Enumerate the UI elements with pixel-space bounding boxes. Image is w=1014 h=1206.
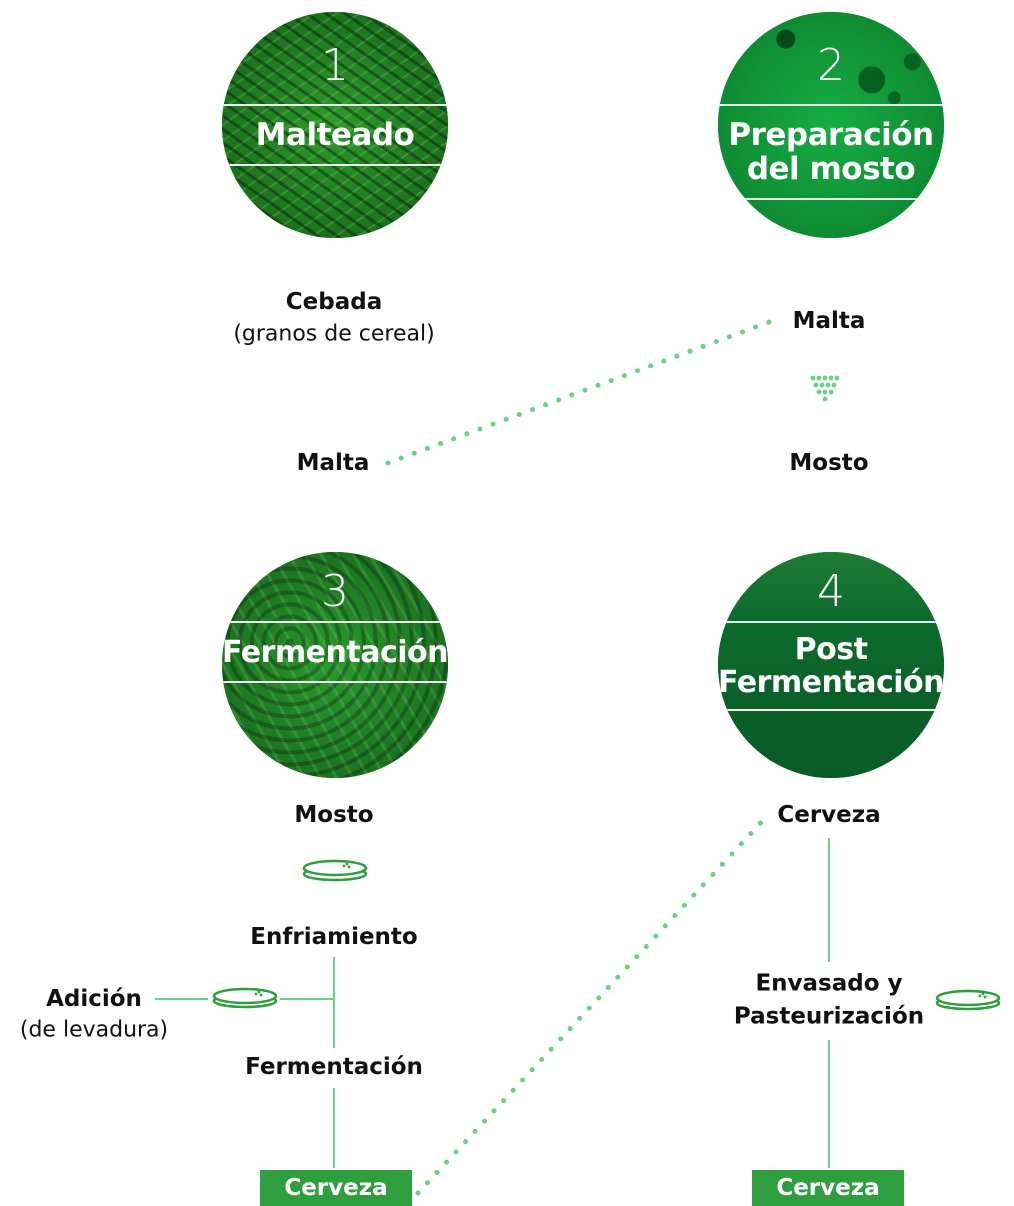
final-beer-result-badge: Cerveza [752,1170,904,1206]
beer-input-label: Cerveza [777,802,881,828]
beer-texture [718,552,944,778]
stage-title: Post Fermentación [718,632,944,700]
stage-title-band: Malteado [222,104,448,166]
malt-input-label: Malta [792,308,866,334]
stage-number: 2 [817,40,845,91]
stage-malting-circle: 1 Malteado [222,12,448,238]
stage-number: 4 [817,566,845,617]
stage-title-band: Fermentación [222,621,448,683]
yeast-addition-label: Adición [46,986,142,1012]
yeast-addition-note: (de levadura) [19,1017,169,1043]
yeast-disc-icon [212,987,278,1009]
stage-title: Preparación del mosto [728,116,934,187]
stage-title-band: Post Fermentación [718,621,944,711]
packaging-disc-icon [935,989,1001,1011]
stage-fermentation-circle: 3 Fermentación [222,552,448,778]
yeast-texture [222,552,448,778]
stage-title: Fermentación [222,634,448,670]
wort-texture [718,12,944,238]
barley-texture [222,12,448,238]
cooling-disc-icon [302,859,368,882]
wort-output-label: Mosto [789,450,869,476]
cerveza-transfer-connector [415,812,771,1196]
stage-wort-circle: 2 Preparación del mosto [718,12,944,238]
sieve-icon [810,375,840,402]
barley-label: Cebada [285,289,383,315]
cooling-label: Enfriamiento [250,924,418,950]
malta-transfer-connector [385,318,775,466]
fermentation-step-label: Fermentación [245,1054,423,1080]
barley-note: (granos de cereal) [233,321,435,347]
stage-number: 3 [321,566,349,617]
malt-output-label: Malta [296,450,370,476]
beer-result-badge: Cerveza [260,1170,412,1206]
wort-input-label: Mosto [294,802,374,828]
packaging-label: Envasado y Pasteurización [733,970,925,1030]
stage-title: Malteado [255,116,415,153]
stage-title-band: Preparación del mosto [718,104,944,200]
stage-number: 1 [321,40,349,91]
stage-post-fermentation-circle: 4 Post Fermentación [718,552,944,778]
